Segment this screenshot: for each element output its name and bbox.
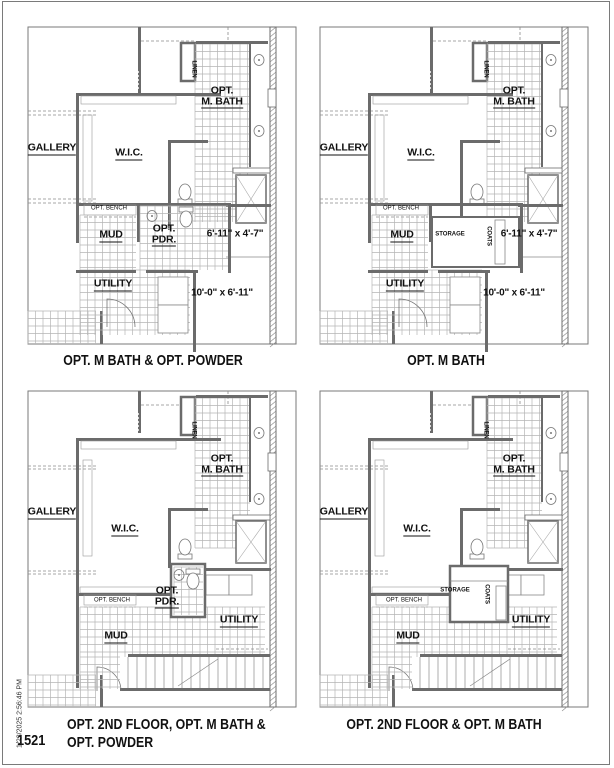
- room-label-opt-bench: OPT. BENCH: [90, 205, 128, 212]
- room-label-wic: W.I.C.: [115, 146, 143, 161]
- floor-plan-opt-2nd-floor-m-bath-powder: GALLERY W.I.C. OPT.M. BATH LINEN OPT. BE…: [27, 390, 297, 712]
- room-label-storage: STORAGE: [435, 231, 465, 238]
- room-label-opt-bench: OPT. BENCH: [93, 597, 131, 604]
- room-label-wic: W.I.C.: [111, 522, 139, 537]
- room-label-linen: LINEN: [190, 60, 197, 78]
- room-label-opt-bench: OPT. BENCH: [385, 597, 423, 604]
- room-label-mud: MUD: [99, 228, 123, 243]
- room-label-m-bath: OPT.M. BATH: [493, 84, 535, 109]
- room-dimension-b: 10'-0" x 6'-11": [191, 287, 253, 299]
- floor-plan-drawing: [319, 26, 589, 352]
- room-label-m-bath: OPT.M. BATH: [201, 452, 243, 477]
- plan-caption: OPT. 2ND FLOOR & OPT. M BATH: [346, 716, 542, 733]
- room-label-utility: UTILITY: [93, 277, 133, 292]
- plan-number: 1521: [17, 732, 46, 749]
- room-label-storage: STORAGE: [440, 587, 470, 594]
- room-label-gallery: GALLERY: [27, 141, 77, 156]
- room-label-wic: W.I.C.: [407, 146, 435, 161]
- room-label-utility: UTILITY: [385, 277, 425, 292]
- room-label-coats: COATS: [483, 584, 490, 604]
- room-label-coats: COATS: [485, 226, 492, 246]
- room-dimension-b: 10'-0" x 6'-11": [483, 287, 545, 299]
- room-label-opt-pdr: OPT.PDR.: [154, 584, 180, 609]
- room-label-mud: MUD: [104, 629, 128, 644]
- room-label-wic: W.I.C.: [403, 522, 431, 537]
- room-label-m-bath: OPT.M. BATH: [201, 84, 243, 109]
- room-label-gallery: GALLERY: [27, 505, 77, 520]
- room-label-gallery: GALLERY: [319, 505, 369, 520]
- print-timestamp: 1/23/2025 2:56:46 PM: [16, 679, 24, 748]
- room-label-m-bath: OPT.M. BATH: [493, 452, 535, 477]
- room-label-linen: LINEN: [482, 421, 489, 439]
- room-label-mud: MUD: [396, 629, 420, 644]
- room-label-utility: UTILITY: [511, 613, 551, 628]
- room-dimension-a: 6'-11" x 4'-7": [206, 228, 264, 240]
- plan-caption-line-1: OPT. 2ND FLOOR, OPT. M BATH &: [67, 716, 266, 733]
- floor-plan-drawing: [27, 390, 297, 712]
- plan-caption: OPT. M BATH: [407, 352, 485, 369]
- room-label-opt-pdr: OPT.PDR.: [151, 222, 177, 247]
- room-label-gallery: GALLERY: [319, 141, 369, 156]
- room-label-utility: UTILITY: [219, 613, 259, 628]
- room-label-mud: MUD: [390, 228, 414, 243]
- floor-plan-opt-m-bath: GALLERY W.I.C. OPT.M. BATH LINEN OPT. BE…: [319, 26, 589, 352]
- room-label-linen: LINEN: [482, 60, 489, 78]
- room-dimension-a: 6'-11" x 4'-7": [500, 228, 558, 240]
- plan-caption-line-2: OPT. POWDER: [67, 734, 154, 751]
- room-label-linen: LINEN: [190, 421, 197, 439]
- room-label-opt-bench: OPT. BENCH: [382, 205, 420, 212]
- floor-plan-opt-2nd-floor-m-bath: GALLERY W.I.C. OPT.M. BATH LINEN OPT. BE…: [319, 390, 589, 712]
- floor-plan-drawing: [27, 26, 297, 352]
- floor-plan-drawing: [319, 390, 589, 712]
- plan-caption: OPT. M BATH & OPT. POWDER: [63, 352, 243, 369]
- floor-plan-opt-m-bath-opt-powder: GALLERY W.I.C. OPT.M. BATH LINEN OPT. BE…: [27, 26, 297, 352]
